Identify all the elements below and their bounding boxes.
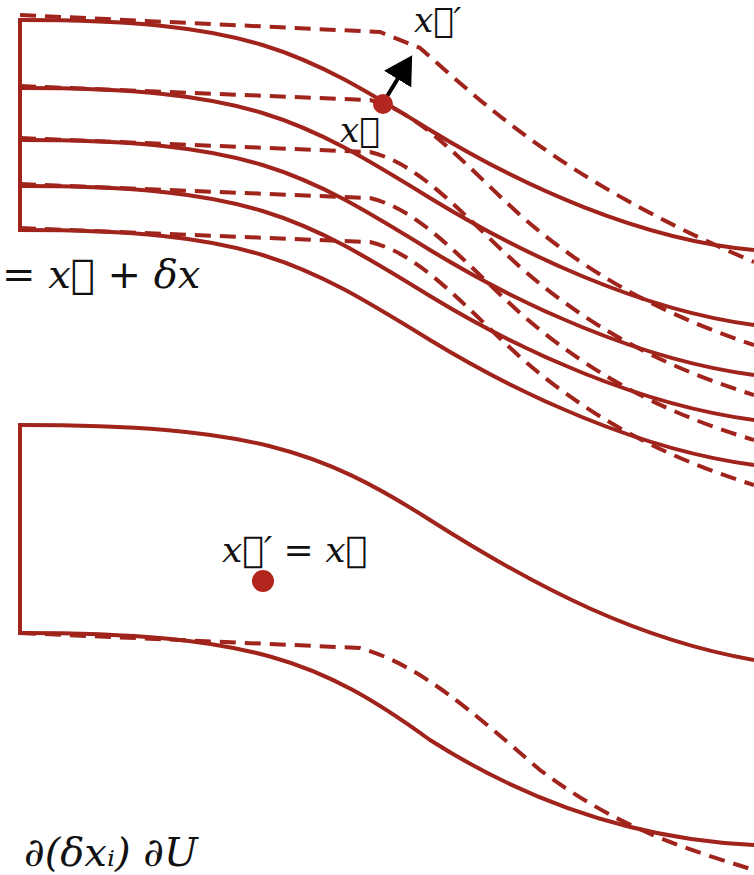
displaced-streamline: [20, 15, 754, 262]
boundary-condition: x⃗′ = x⃗: [222, 530, 367, 570]
fluid-particle: [373, 94, 393, 114]
channel-wall: [20, 425, 754, 660]
streamline: [20, 186, 754, 420]
displacement-equation: = x⃗ + δx: [2, 252, 200, 296]
channel-wall: [20, 633, 754, 845]
displaced-streamline: [20, 184, 754, 440]
particle-position: x⃗: [340, 112, 380, 149]
displacement-arrow: [386, 62, 408, 98]
streamline: [20, 20, 754, 250]
displaced-streamline: [20, 86, 754, 345]
inlet-line: [18, 18, 22, 232]
fluid-particle: [252, 570, 274, 592]
inlet-line: [18, 423, 22, 635]
derivative-expression: ∂(δxᵢ) ∂U: [24, 830, 198, 874]
displaced-position: x⃗′: [414, 2, 461, 39]
